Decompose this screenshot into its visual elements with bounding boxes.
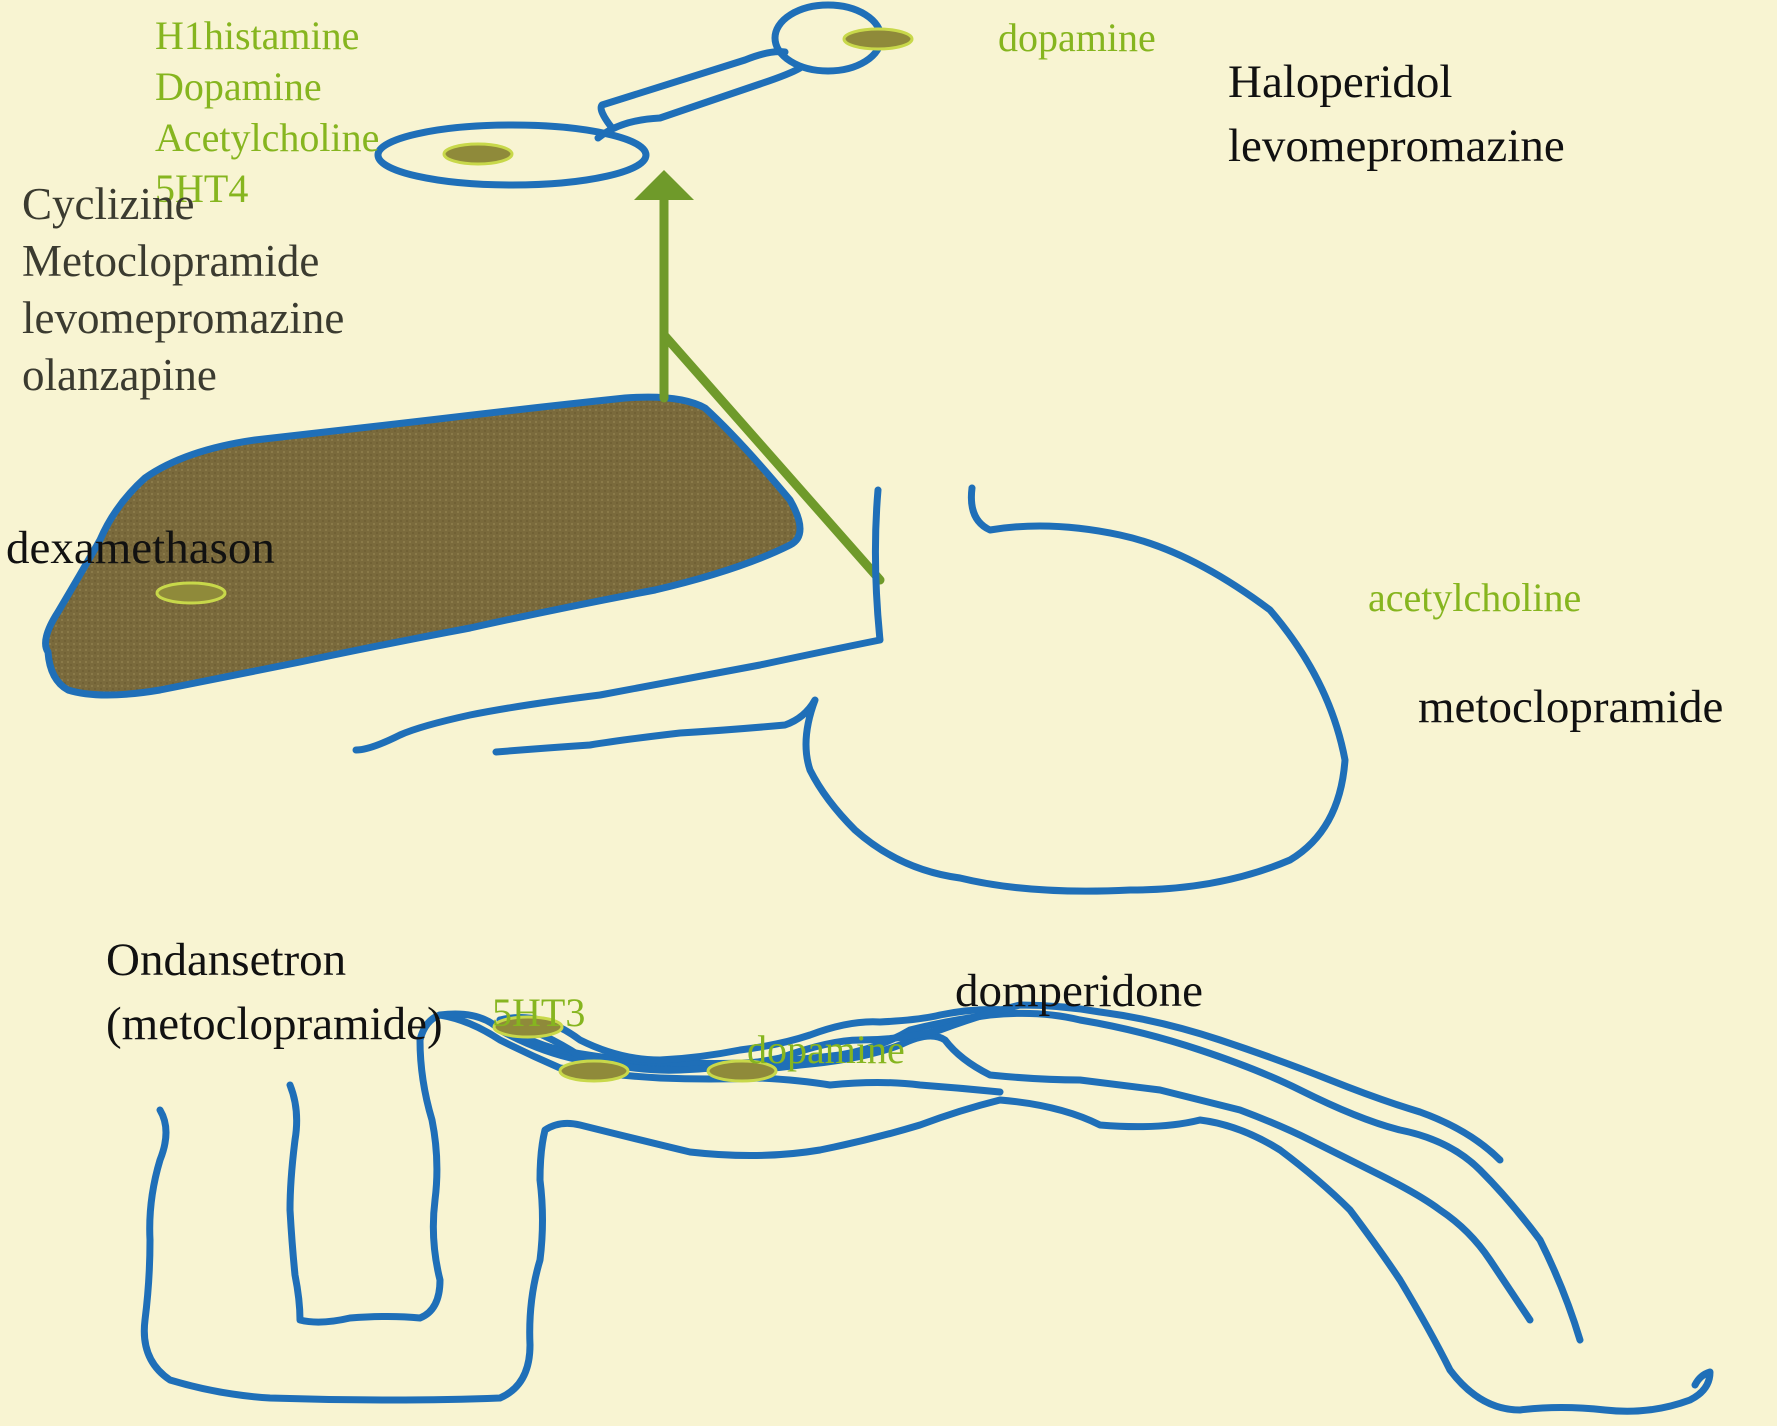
drug-domperidone: domperidone — [955, 968, 1203, 1015]
pathway-arrowhead — [634, 170, 694, 200]
drug-haloperidol: Haloperidol — [1228, 50, 1565, 114]
receptor-h1histamine: H1histamine — [155, 10, 379, 61]
gut-dopamine-label: dopamine — [747, 1030, 905, 1070]
ctz-receptor-dot — [444, 144, 512, 164]
brain-receptor-dot — [844, 29, 912, 49]
drug-levomepromazine: levomepromazine — [22, 290, 344, 347]
drug-cyclizine: Cyclizine — [22, 176, 344, 233]
drug-olanzapine: olanzapine — [22, 347, 344, 404]
gut-5ht3-label: 5HT3 — [492, 993, 585, 1033]
stomach-acetylcholine-label: acetylcholine — [1368, 578, 1581, 618]
drug-dexamethason: dexamethason — [6, 525, 275, 572]
centre-drug-list: Cyclizine Metoclopramide levomepromazine… — [22, 176, 344, 404]
brain-drug-list: Haloperidol levomepromazine — [1228, 50, 1565, 178]
intestine-outline — [144, 1005, 1710, 1411]
drug-ondansetron: Ondansetron — [106, 928, 443, 992]
receptor-dopamine: Dopamine — [155, 61, 379, 112]
drug-metoclopramide: Metoclopramide — [22, 233, 344, 290]
liver-receptor-dot — [157, 583, 225, 603]
drug-levomepromazine-brain: levomepromazine — [1228, 114, 1565, 178]
brain-stalk — [598, 52, 800, 138]
brain-dopamine-label: dopamine — [998, 18, 1156, 58]
gut-receptor-dot-1 — [560, 1061, 628, 1081]
drug-metoclopramide-gut: (metoclopramide) — [106, 992, 443, 1056]
receptor-acetylcholine: Acetylcholine — [155, 112, 379, 163]
drug-metoclopramide-stomach: metoclopramide — [1418, 684, 1723, 731]
gut-serotonin-drug-list: Ondansetron (metoclopramide) — [106, 928, 443, 1056]
